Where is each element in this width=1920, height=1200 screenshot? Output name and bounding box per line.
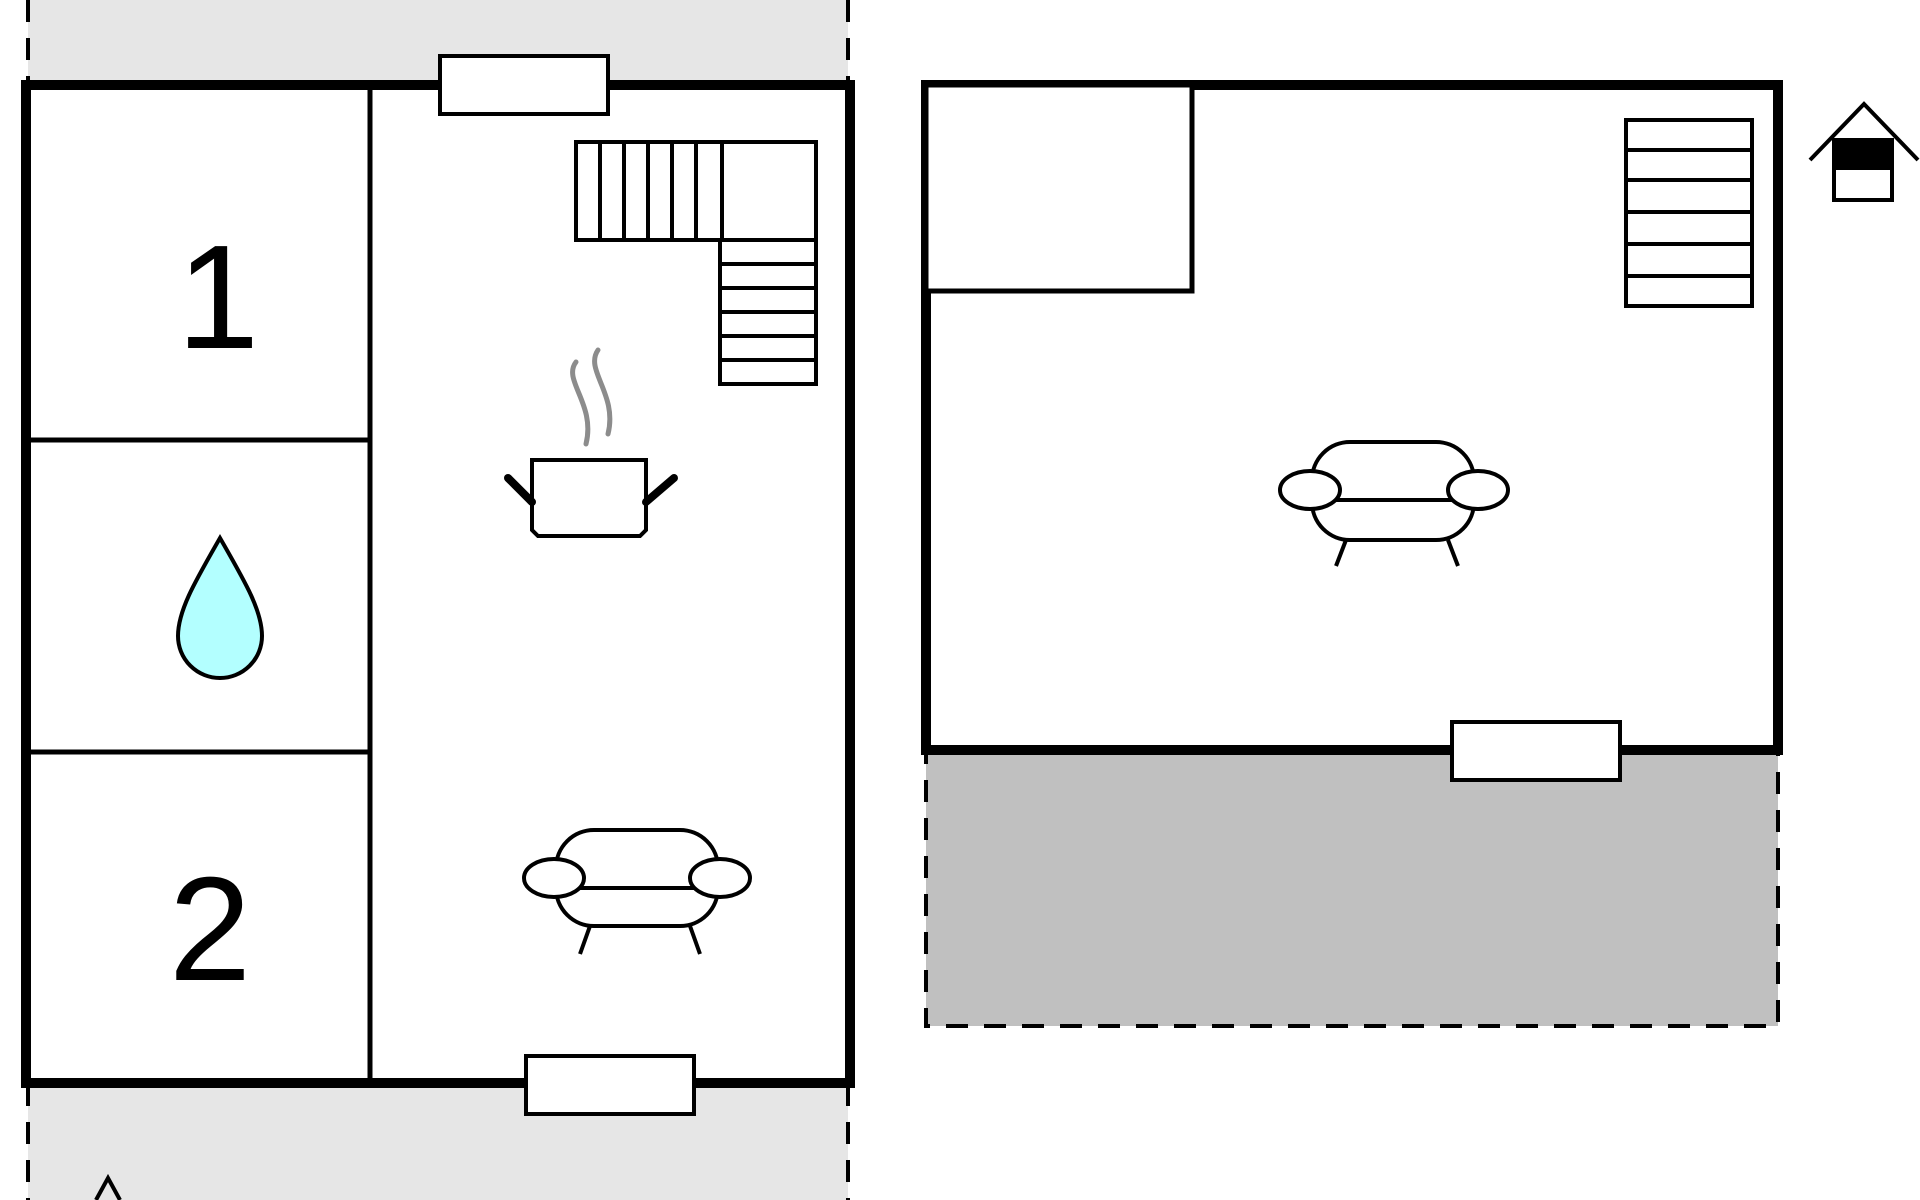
water-drop-icon — [175, 533, 265, 680]
outdoor-area-bottom — [28, 1084, 848, 1200]
north-arrow-icon — [94, 1173, 122, 1200]
staircase-icon — [1624, 118, 1754, 308]
terrace-door — [1450, 720, 1622, 782]
door-bottom — [524, 1054, 696, 1116]
cooking-pot-icon — [504, 347, 678, 538]
window-top — [438, 54, 610, 116]
sofa-icon — [522, 828, 752, 955]
ground-floor: 1 2 — [21, 0, 855, 1200]
upper-floor — [921, 80, 1783, 1028]
house-floor-icon — [1808, 101, 1920, 202]
terrace-area — [924, 748, 1780, 1028]
staircase-icon — [574, 140, 818, 386]
bedroom-1-label: 1 — [177, 215, 259, 380]
bedroom-2-label: 2 — [169, 847, 251, 1012]
upper-small-room — [923, 82, 1195, 294]
sofa-icon — [1278, 440, 1510, 567]
